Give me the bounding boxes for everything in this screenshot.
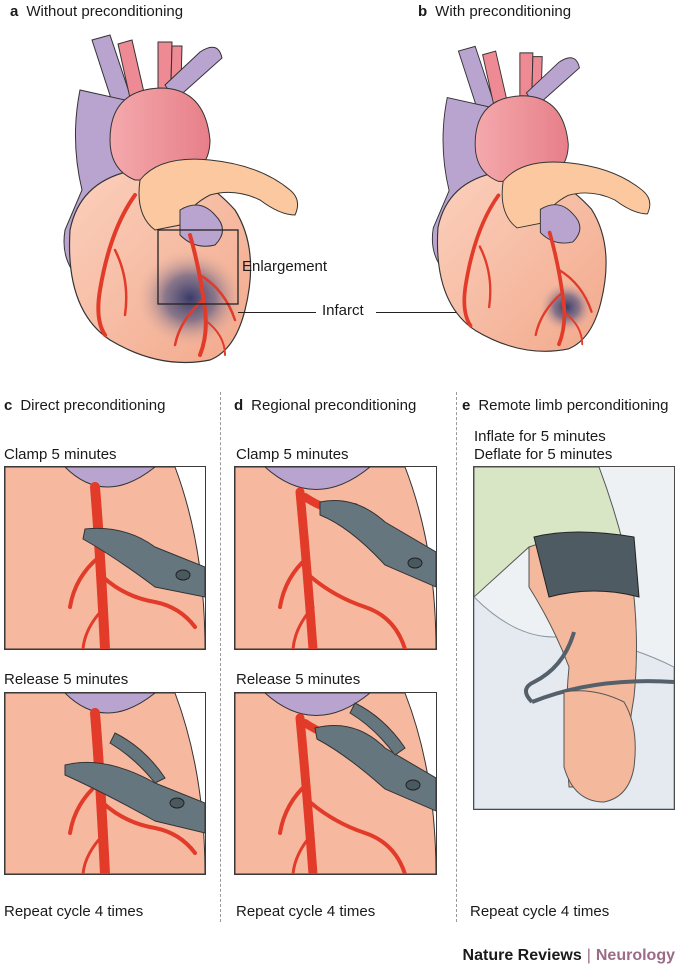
- panel-c-clamp-label: Clamp 5 minutes: [4, 446, 117, 463]
- panel-b-title: b With preconditioning: [418, 3, 571, 20]
- journal-name: Neurology: [595, 947, 675, 964]
- panel-a-letter: a: [10, 3, 19, 20]
- panel-b-title-text: With preconditioning: [435, 3, 572, 20]
- credit-separator: |: [586, 947, 591, 964]
- panel-d-title-text: Regional preconditioning: [251, 397, 417, 414]
- panel-c-release-frame: [4, 692, 206, 875]
- divider-d-e: [456, 392, 457, 922]
- panel-d-clamp-label: Clamp 5 minutes: [236, 446, 349, 463]
- panel-c-clamp-frame: [4, 466, 206, 650]
- panel-a-title: a Without preconditioning: [10, 3, 183, 20]
- panel-d-release-label: Release 5 minutes: [236, 671, 361, 688]
- arm-cuff-illustration: [474, 467, 674, 809]
- publisher-name: Nature Reviews: [462, 947, 582, 964]
- clamp-direct-open: [5, 693, 205, 874]
- enlargement-label: Enlargement: [242, 258, 328, 275]
- panel-d-clamp-frame: [234, 466, 437, 650]
- panel-e-title-text: Remote limb perconditioning: [478, 397, 669, 414]
- panel-e-limb-frame: [473, 466, 675, 810]
- clamp-regional-open: [235, 693, 436, 874]
- panel-c-release-label: Release 5 minutes: [4, 671, 129, 688]
- infarct-leader-left: [238, 312, 316, 313]
- panel-d-repeat-label: Repeat cycle 4 times: [236, 903, 376, 920]
- panel-e-repeat-label: Repeat cycle 4 times: [470, 903, 610, 920]
- panel-c-title: c Direct preconditioning: [4, 397, 165, 414]
- panel-a-title-text: Without preconditioning: [26, 3, 184, 20]
- panel-c-letter: c: [4, 397, 13, 414]
- panel-e-letter: e: [462, 397, 471, 414]
- heart-illustration-b: [431, 45, 651, 352]
- panel-d-release-frame: [234, 692, 437, 875]
- clamp-regional-closed: [235, 467, 436, 649]
- journal-credit: Nature Reviews|Neurology: [463, 947, 675, 965]
- panel-c-repeat-label: Repeat cycle 4 times: [4, 903, 144, 920]
- infarct-label: Infarct: [322, 302, 364, 319]
- panel-b-letter: b: [418, 3, 428, 20]
- panel-d-letter: d: [234, 397, 244, 414]
- panel-e-inflate-label: Inflate for 5 minutes: [474, 428, 606, 445]
- panel-e-title: e Remote limb perconditioning: [462, 397, 668, 414]
- divider-c-d: [220, 392, 221, 922]
- heart-illustration-a: [63, 34, 299, 364]
- panel-d-title: d Regional preconditioning: [234, 397, 416, 414]
- panel-c-title-text: Direct preconditioning: [20, 397, 166, 414]
- clamp-direct-closed: [5, 467, 205, 649]
- panel-e-deflate-label: Deflate for 5 minutes: [474, 446, 613, 463]
